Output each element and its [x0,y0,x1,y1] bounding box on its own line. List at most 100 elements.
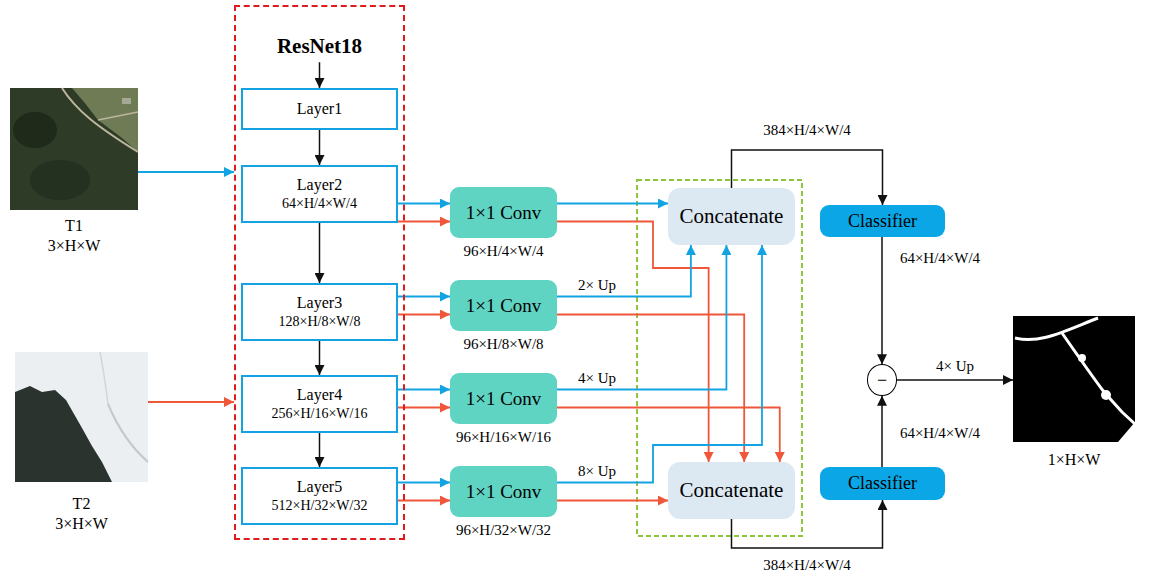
change-area [1118,422,1135,442]
node-label: Layer5 [297,477,342,497]
connector [398,314,450,316]
connector [398,221,450,223]
concat-box: Concatenate [668,462,795,519]
connector [881,237,883,364]
classifier-box: Classifier [820,205,945,237]
edge-label: 64×H/4×W/4 [898,424,982,442]
edge-label: 384×H/4×W/4 [761,556,853,574]
connector [398,203,450,205]
classifier-box: Classifier [820,467,945,500]
node-label: Layer4 [297,385,342,405]
node-label: Layer2 [297,175,342,195]
connector [557,222,709,463]
layer-box: Layer5512×H/32×W/32 [241,467,398,525]
change-blob [1101,390,1111,400]
tree-patch [13,112,57,148]
node-label: 1×1 Conv [466,387,542,411]
node-dimension: 128×H/8×W/8 [279,313,361,331]
edge-label: 64×H/4×W/4 [898,249,982,267]
dimension-label: 96×H/32×W/32 [456,521,551,539]
forest-area [15,386,112,482]
connector [557,500,668,502]
node-label: T1 [65,216,83,236]
forest-ground [10,88,138,210]
layer-box: Layer1 [241,88,398,130]
layer-box: Layer3128×H/8×W/8 [241,283,398,341]
connector [557,245,726,390]
connector [398,482,450,484]
connector [897,379,1013,381]
conv-box: 1×1 Conv [450,373,557,424]
node-label: Layer1 [297,99,342,119]
change-blob [1078,354,1086,362]
edge-label: 384×H/4×W/4 [761,121,853,139]
tree-patch [30,160,90,200]
fusion-group-outline [637,180,802,536]
subtract-circle: − [867,364,897,396]
edge-label: 4× Up [576,369,618,387]
connector [398,389,450,391]
connector [138,171,234,173]
dimension-label: 96×H/4×W/4 [463,242,543,260]
conv-box: 1×1 Conv [450,187,557,238]
change-line [1015,318,1098,340]
node-dimension: 3×H×W [55,514,108,534]
node-label: ResNet18 [277,33,362,59]
connector [557,315,744,463]
connector [148,401,234,403]
node-dimension: 64×H/4×W/4 [282,195,357,213]
layer-box: Layer4256×H/16×W/16 [241,375,398,433]
dimension-label: 96×H/8×W/8 [463,335,543,353]
connector [881,396,883,467]
connector [557,203,668,205]
connector [398,407,450,409]
input-image: T13×H×W [10,88,138,258]
node-label: Concatenate [680,203,784,229]
dimension-label: 96×H/16×W/16 [456,428,551,446]
edge-label: 8× Up [576,462,618,480]
node-dimension: 512×H/32×W/32 [272,497,368,515]
node-label: Classifier [848,472,917,495]
connector [319,341,321,375]
node-label: 1×1 Conv [466,201,542,225]
edge-label: 2× Up [576,276,618,294]
connector [398,500,450,502]
node-label: − [877,369,887,392]
dirt-track [62,88,138,152]
connector [398,296,450,298]
building [122,98,131,104]
node-dimension: 256×H/16×W/16 [272,405,368,423]
layer-box: Layer264×H/4×W/4 [241,165,398,223]
node-label: 1×1 Conv [466,480,542,504]
conv-box: 1×1 Conv [450,466,557,517]
t1-image [10,88,138,210]
output-image [1013,316,1135,442]
connector [557,245,762,483]
node-label: Concatenate [680,477,784,503]
node-label: Classifier [848,210,917,233]
connector [557,408,780,463]
connector [557,245,691,297]
conv-box: 1×1 Conv [450,280,557,331]
mask-ground [1013,316,1135,442]
dirt-track [98,112,138,120]
connector [319,62,321,88]
snow-track [100,352,108,404]
node-label: Layer3 [297,293,342,313]
concat-box: Concatenate [668,188,795,245]
input-image: T23×H×W [15,352,148,537]
change-line [1062,333,1135,424]
node-dimension: 3×H×W [48,236,101,256]
node-label: 1×1 Conv [466,294,542,318]
connector [319,433,321,467]
t2-image [15,352,148,482]
connector [319,223,321,283]
field-area [72,88,138,152]
output-image: 1×H×W [1013,316,1135,476]
snow-ground [15,352,148,482]
node-label: T2 [73,494,91,514]
edge-label: 4× Up [934,357,976,375]
backbone-group: ResNet18Layer1Layer264×H/4×W/4Layer3128×… [234,5,405,540]
connector [319,130,321,165]
